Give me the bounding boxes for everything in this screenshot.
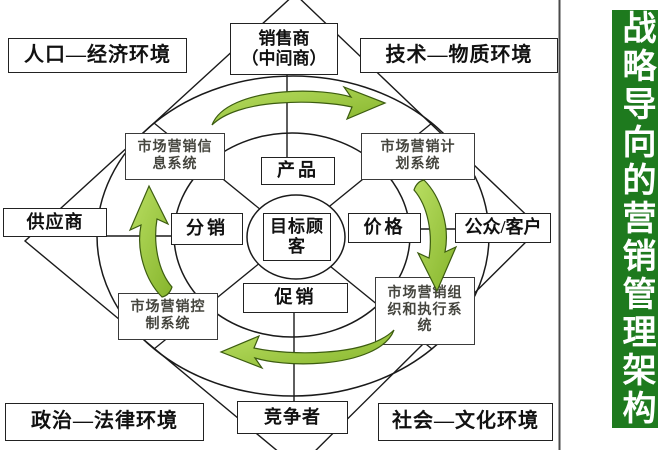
node-env-tech-material: 技术—物质环境	[360, 38, 558, 73]
cycle-arrow-top-icon	[211, 85, 387, 126]
node-public-customers: 公众/客户	[455, 213, 551, 243]
node-competitors: 竞争者	[237, 401, 348, 434]
title-banner: 战略导向的营销管理架构	[612, 10, 658, 428]
node-env-population-economic: 人口—经济环境	[8, 38, 187, 73]
banner-title-text: 战略导向的营销管理架构	[617, 10, 654, 428]
node-marketing-planning-system: 市场营销计 划系统	[361, 133, 475, 180]
node-marketing-info-system: 市场营销信 息系统	[125, 133, 225, 180]
node-product: 产品	[261, 157, 335, 185]
cycle-arrow-bottom-icon	[219, 329, 395, 370]
node-env-society-culture: 社会—文化环境	[378, 403, 553, 441]
node-sellers-middlemen: 销售商 （中间商）	[230, 23, 338, 75]
node-promotion: 促销	[243, 283, 348, 313]
node-marketing-org-execution-system: 市场营销组 织和执行系 统	[375, 277, 475, 345]
node-marketing-control-system: 市场营销控 制系统	[118, 293, 218, 340]
node-suppliers: 供应商	[3, 208, 107, 237]
node-distribution: 分销	[171, 213, 243, 245]
node-target-customers: 目标顾 客	[263, 213, 331, 261]
cycle-arrow-left-icon	[128, 184, 173, 298]
node-price: 价格	[348, 213, 421, 243]
node-env-politics-legal: 政治—法律环境	[5, 403, 204, 441]
